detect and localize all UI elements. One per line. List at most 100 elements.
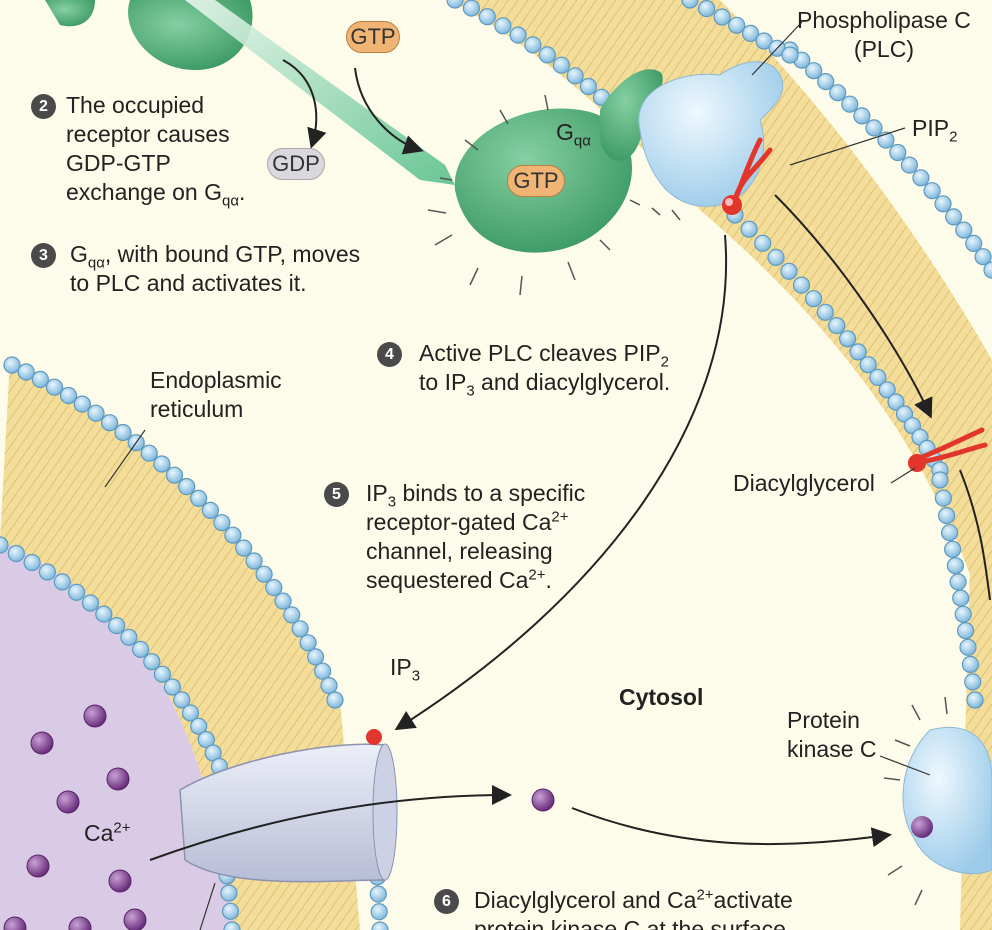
lipid-head <box>937 506 956 525</box>
lipid-head <box>949 573 967 591</box>
lipid-head <box>265 578 283 597</box>
lipid-head <box>370 903 388 921</box>
lipid-head <box>299 634 317 652</box>
lipid-head <box>859 356 877 374</box>
lipid-head <box>934 195 952 213</box>
lipid-head <box>67 583 86 601</box>
lipid-head <box>326 691 344 709</box>
lipid-head <box>895 405 914 423</box>
gtp-incoming-pill: GTP <box>346 21 400 53</box>
lipid-head <box>877 131 895 149</box>
calcium-ion <box>83 704 107 728</box>
lipid-head <box>566 67 584 85</box>
lipid-head <box>841 95 859 113</box>
lipid-head <box>961 655 980 674</box>
lipid-head <box>100 414 119 432</box>
lipid-head <box>173 691 191 709</box>
lipid-head <box>829 84 847 102</box>
lipid-head <box>190 489 208 507</box>
lipid-head <box>934 489 953 507</box>
pkc-label: Protein kinase C <box>787 707 877 762</box>
gtp-bound-pill: GTP <box>507 165 565 197</box>
lipid-head <box>17 363 35 381</box>
lipid-head <box>81 594 100 612</box>
step-5-text: IP3 binds to a specific receptor-gated C… <box>366 480 586 593</box>
lipid-head <box>964 673 982 691</box>
lipid-head <box>107 616 126 635</box>
plasma-membrane-inner-heads <box>726 206 984 709</box>
pathway-arrows <box>149 59 991 861</box>
calcium-ion <box>30 731 54 755</box>
lipid-head <box>140 444 158 462</box>
lipid-head <box>95 605 113 623</box>
lipid-head <box>697 0 716 18</box>
lipid-head <box>114 423 132 442</box>
lipid-head <box>792 276 811 294</box>
lipid-head <box>255 565 273 583</box>
ca-channel <box>179 729 398 883</box>
lipid-head <box>804 290 823 308</box>
lipid-head <box>869 368 887 386</box>
lipid-head <box>952 589 970 607</box>
lipid-head <box>713 8 731 26</box>
lipid-head <box>223 921 241 930</box>
lipid-head <box>153 455 171 473</box>
lipid-head <box>754 234 772 252</box>
calcium-ion <box>108 869 132 893</box>
lipid-head <box>816 303 834 321</box>
lipid-head <box>509 26 527 44</box>
step-2-badge: 2 <box>31 94 56 119</box>
lipid-head <box>478 8 496 26</box>
lipid-head <box>320 676 338 695</box>
dag-molecule <box>908 427 988 472</box>
lipid-head <box>23 553 41 572</box>
lipid-head <box>38 563 57 581</box>
calcium-ion <box>106 767 130 791</box>
lipid-head <box>944 208 963 226</box>
protein-kinase-c <box>883 696 992 906</box>
lipid-head <box>955 221 973 239</box>
er-outer-heads <box>3 356 344 709</box>
step-5-badge: 5 <box>324 482 349 507</box>
lipid-head <box>153 665 171 683</box>
calcium-ion <box>56 790 80 814</box>
lipid-head <box>940 524 959 542</box>
lipid-head <box>853 107 871 125</box>
lipid-head <box>45 378 64 396</box>
step-6-badge: 6 <box>434 889 459 914</box>
lipid-head <box>889 143 907 162</box>
lipid-head <box>931 471 949 489</box>
lipid-head <box>221 902 240 920</box>
lipid-head <box>780 262 798 280</box>
lipid-head <box>956 622 975 640</box>
lipid-head <box>181 704 200 722</box>
lipid-head <box>524 36 542 54</box>
lipid-head <box>849 343 867 361</box>
lipid-head <box>887 393 905 411</box>
lipid-head <box>959 638 977 656</box>
lipid-head <box>781 46 799 64</box>
lipid-head <box>828 317 846 335</box>
lipid-head <box>462 0 480 17</box>
lipid-head <box>805 62 823 80</box>
g-alpha-label: Gqα <box>556 119 591 150</box>
lipid-head <box>954 605 972 623</box>
step-3-badge: 3 <box>31 243 56 268</box>
lipid-head <box>291 620 309 638</box>
calcium-ion <box>26 854 50 878</box>
lipid-head <box>728 16 746 34</box>
lipid-head <box>7 544 25 563</box>
lipid-head <box>755 32 773 50</box>
lipid-head <box>224 526 242 544</box>
step-4-text: Active PLC cleaves PIP2 to IP3 and diacy… <box>419 340 671 400</box>
lipid-head <box>235 539 253 557</box>
lipid-head <box>974 248 992 266</box>
lipid-head <box>314 662 332 680</box>
activation-arrow <box>185 0 455 185</box>
cytosol-label: Cytosol <box>619 684 704 710</box>
lipid-head <box>740 220 758 238</box>
lipid-head <box>178 478 196 496</box>
ca-label: Ca2+ <box>84 819 131 846</box>
leader-lines <box>104 21 931 930</box>
